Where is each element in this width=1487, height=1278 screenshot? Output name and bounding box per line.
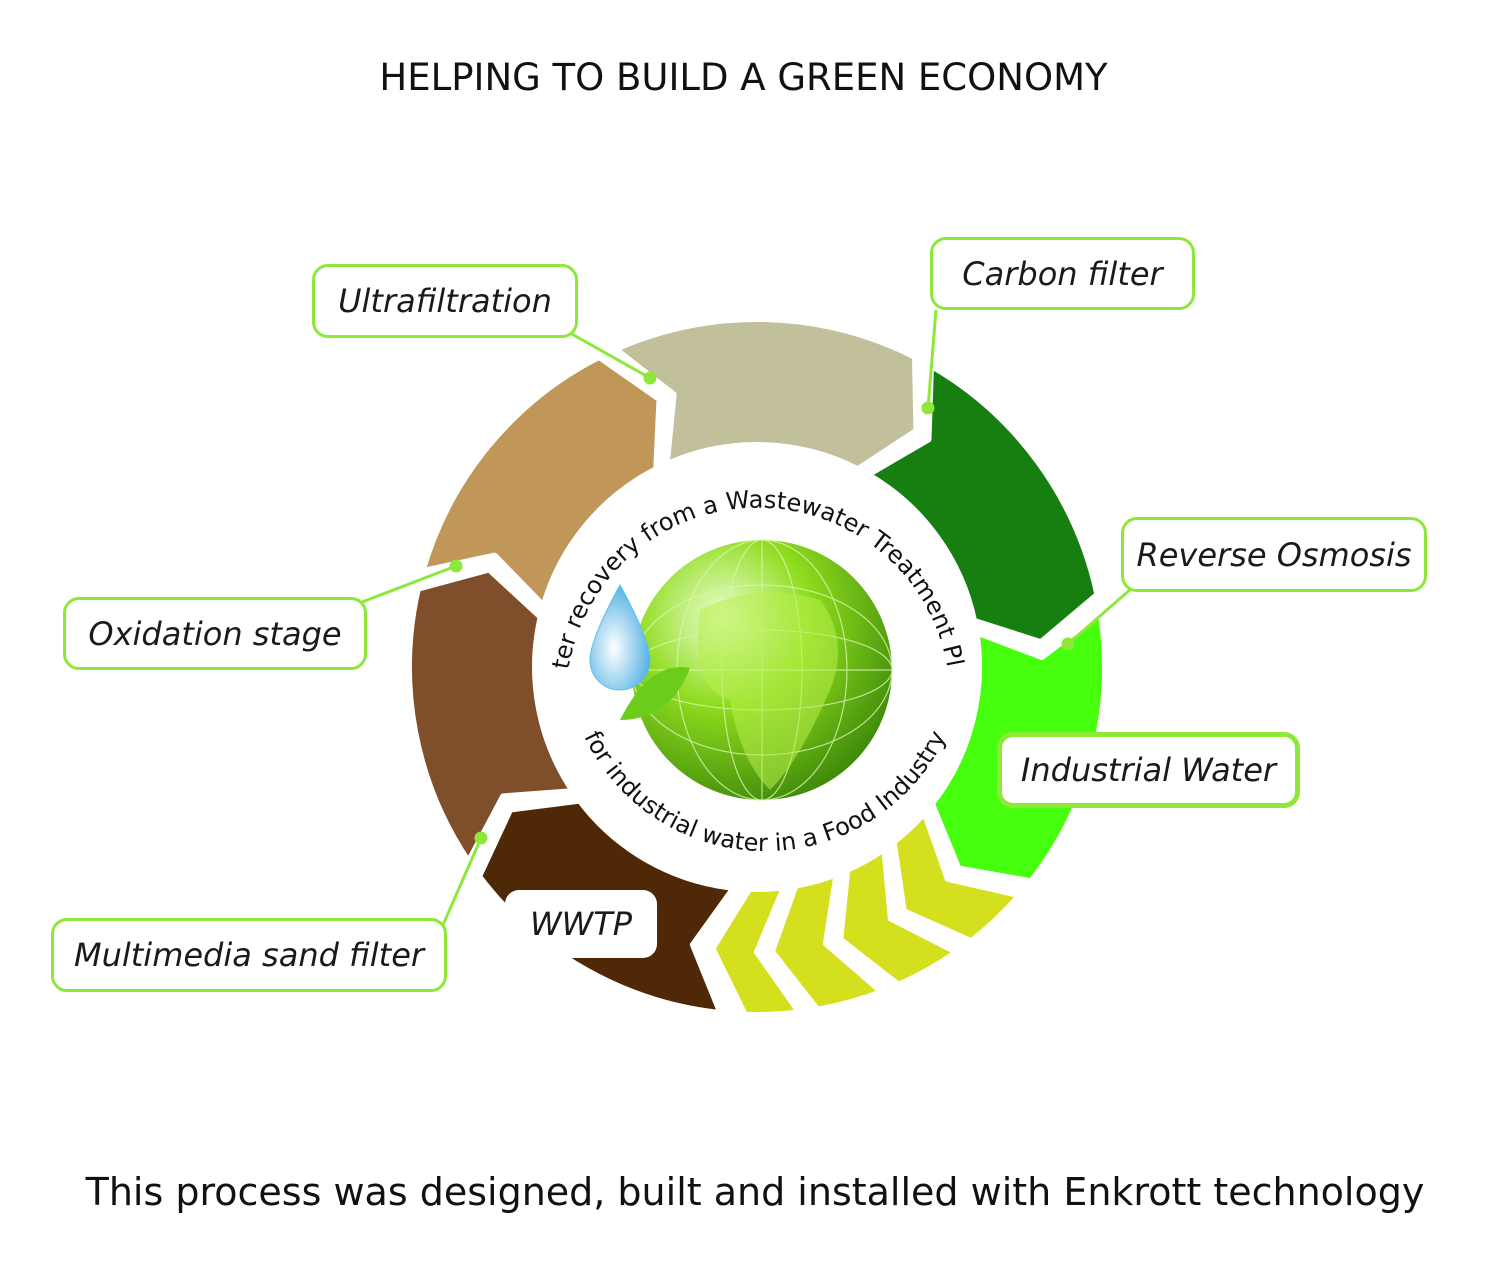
label-carbon-filter: Carbon filter: [930, 237, 1195, 310]
label-oxidation-stage: Oxidation stage: [63, 597, 367, 670]
label-reverse-osmosis: Reverse Osmosis: [1121, 517, 1427, 592]
leaf-icon: [620, 667, 690, 720]
label-industrial-water: Industrial Water: [997, 732, 1300, 808]
leader-carbon-filter: [926, 309, 938, 409]
segment-multimedia: [406, 566, 576, 865]
leader-oxidation: [361, 564, 457, 604]
globe-icon: [631, 539, 893, 801]
leader-dot: [1061, 637, 1075, 651]
leader-dot: [643, 371, 657, 385]
leader-dot: [474, 831, 488, 845]
label-multimedia-sand-filter: Multimedia sand filter: [51, 918, 447, 992]
segment-oxidation: [419, 353, 663, 609]
leader-multimedia: [441, 837, 483, 926]
label-wwtp: WWTP: [505, 890, 657, 958]
segment-chevron-4: [709, 884, 803, 1019]
segment-carbon-filter: [865, 362, 1101, 646]
leader-reverse-osmosis: [1067, 586, 1133, 646]
water-drop-icon: [589, 583, 651, 691]
leader-dot: [921, 401, 935, 415]
leader-dot: [449, 559, 463, 573]
segment-chevron-2: [837, 845, 960, 988]
segment-chevron-3: [768, 871, 885, 1013]
segment-ultrafiltration: [612, 316, 920, 473]
footer-caption: This process was designed, built and ins…: [85, 1170, 1425, 1214]
leader-ultrafiltration: [569, 331, 651, 380]
segment-chevron-1: [890, 809, 1023, 945]
diagram-title: HELPING TO BUILD A GREEN ECONOMY: [379, 56, 1108, 99]
label-ultrafiltration: Ultrafiltration: [312, 264, 578, 338]
